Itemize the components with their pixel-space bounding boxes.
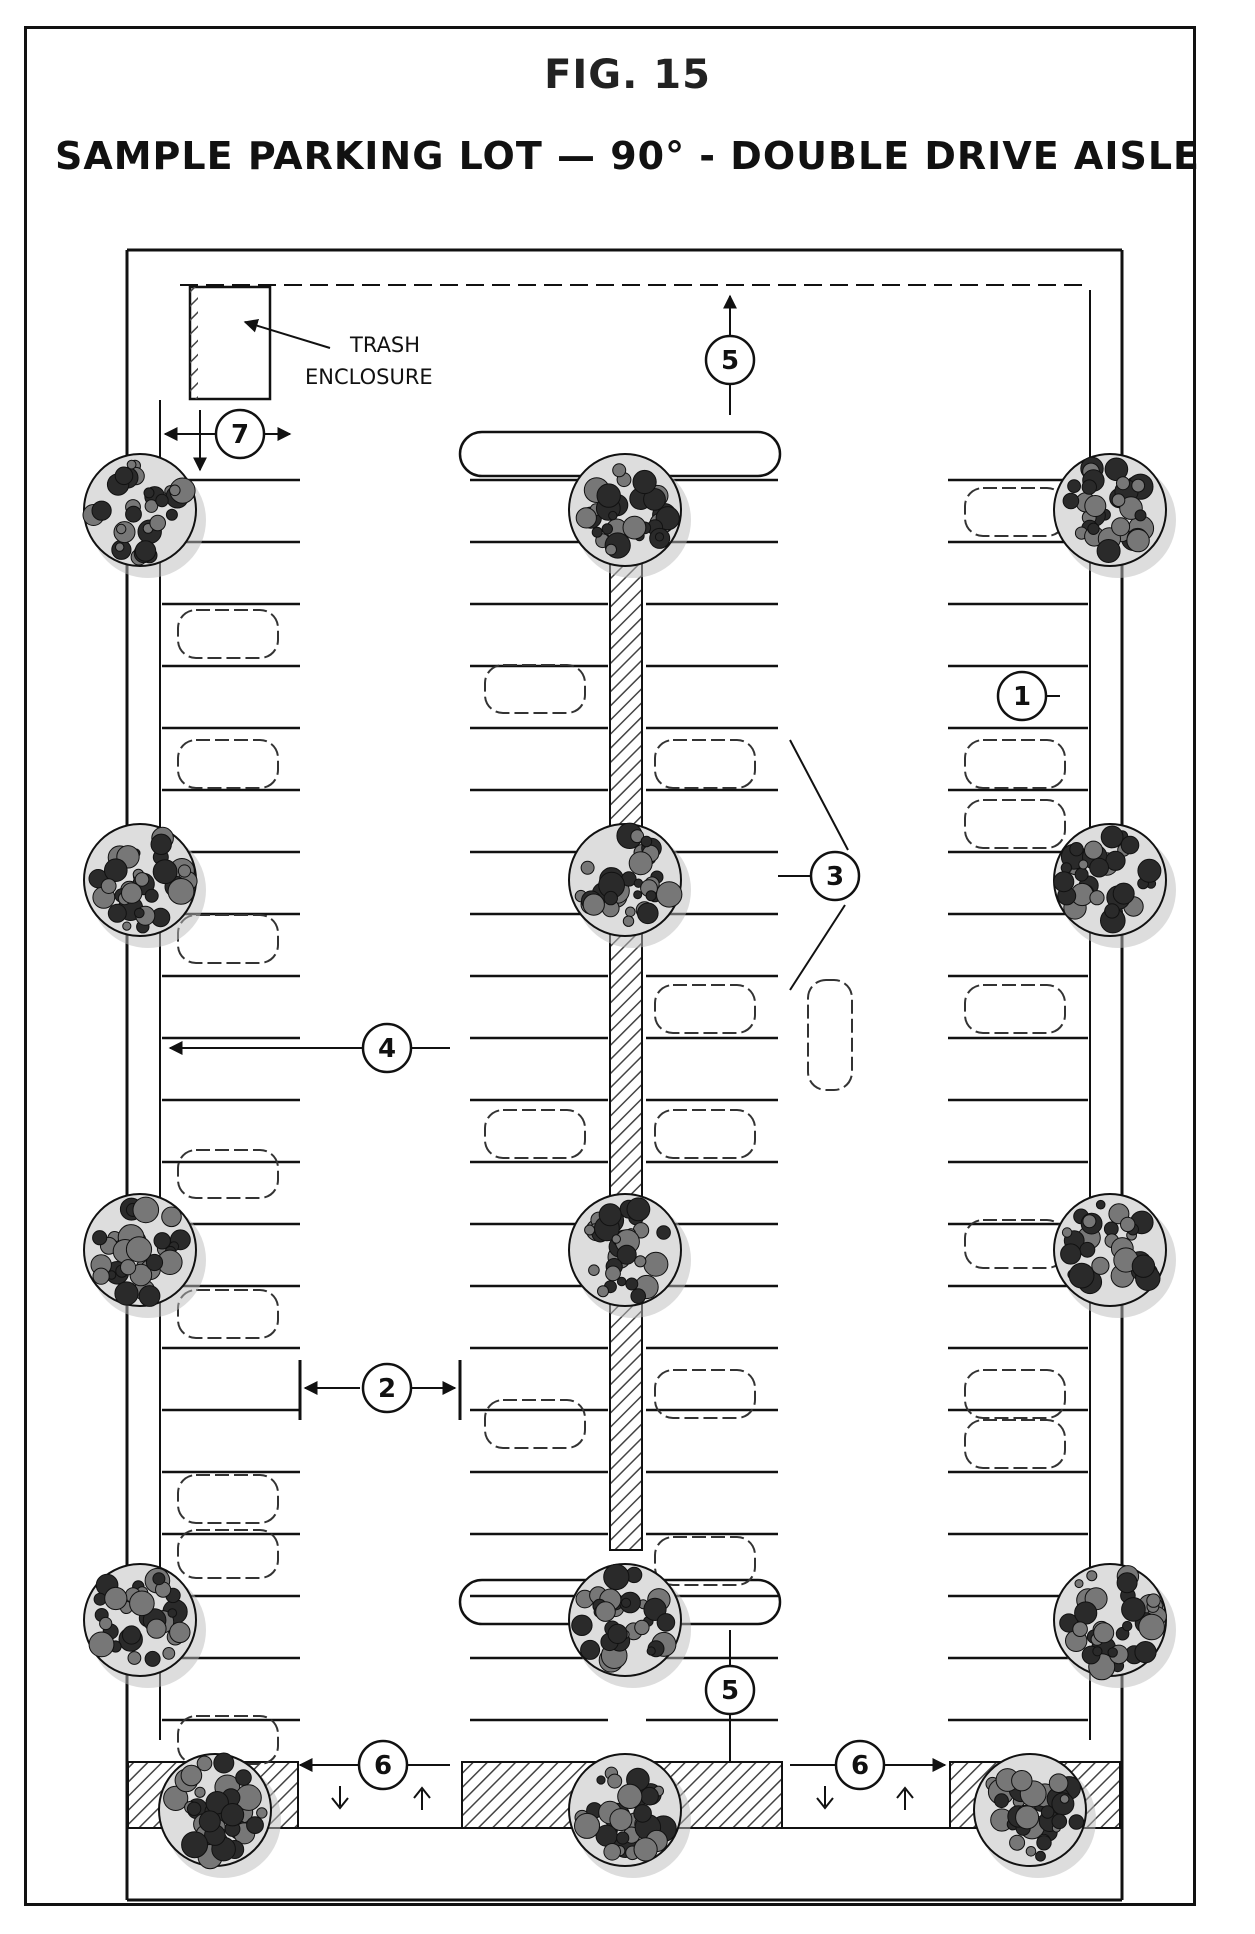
parked-car bbox=[964, 1369, 1066, 1419]
parked-car bbox=[964, 1419, 1066, 1469]
parked-car bbox=[964, 984, 1066, 1034]
tree bbox=[82, 453, 206, 578]
parked-car bbox=[807, 979, 853, 1091]
parked-car bbox=[484, 1109, 586, 1159]
parked-car bbox=[654, 984, 756, 1034]
tree bbox=[568, 1193, 691, 1318]
tree bbox=[568, 453, 691, 578]
parked-car bbox=[964, 1219, 1066, 1269]
parked-car bbox=[964, 739, 1066, 789]
tree bbox=[568, 822, 691, 948]
trash-label-line2: ENCLOSURE bbox=[305, 365, 433, 389]
callout-number: 1 bbox=[1013, 682, 1031, 712]
parked-car bbox=[177, 739, 279, 789]
callout-5: 5 bbox=[704, 334, 756, 386]
tree bbox=[568, 1563, 691, 1688]
tree bbox=[158, 1752, 281, 1878]
parked-car bbox=[177, 1474, 279, 1524]
figure-label: FIG. 15 bbox=[544, 52, 711, 98]
callout-3: 3 bbox=[809, 850, 861, 902]
parked-car bbox=[964, 799, 1066, 849]
parked-cars bbox=[177, 487, 1066, 1765]
trees bbox=[82, 453, 1176, 1878]
tree bbox=[83, 823, 206, 948]
tree bbox=[1053, 453, 1176, 578]
parked-car bbox=[654, 1369, 756, 1419]
parked-car bbox=[484, 1399, 586, 1449]
parked-car bbox=[654, 1109, 756, 1159]
parked-car bbox=[964, 487, 1066, 537]
callout-9: 7 bbox=[214, 408, 266, 460]
callout-markers: 1 2 3 4 5 5 6 6 7 bbox=[214, 334, 1048, 1791]
tree bbox=[973, 1753, 1096, 1878]
parked-car bbox=[177, 1149, 279, 1199]
callout-number: 6 bbox=[851, 1751, 869, 1781]
callout-number: 3 bbox=[826, 862, 844, 892]
callout-6: 5 bbox=[704, 1664, 756, 1716]
callout-number: 2 bbox=[378, 1374, 396, 1404]
parked-car bbox=[177, 609, 279, 659]
tree bbox=[1053, 823, 1176, 948]
center-planter-island bbox=[609, 559, 643, 1551]
callout-number: 4 bbox=[378, 1034, 396, 1064]
parked-car bbox=[654, 1536, 756, 1586]
parking-stall-lines bbox=[162, 478, 1088, 1722]
tree bbox=[1053, 1193, 1176, 1318]
figure-border bbox=[24, 26, 1196, 1906]
callout-number: 7 bbox=[231, 420, 249, 450]
trash-enclosure bbox=[188, 285, 272, 401]
parked-car bbox=[177, 1529, 279, 1579]
callout-2: 2 bbox=[361, 1362, 413, 1414]
tree bbox=[83, 1563, 206, 1688]
parked-car bbox=[484, 664, 586, 714]
tree bbox=[568, 1753, 691, 1878]
callout-4: 4 bbox=[361, 1022, 413, 1074]
callout-number: 5 bbox=[721, 346, 739, 376]
callout-7: 6 bbox=[357, 1739, 409, 1791]
tree bbox=[1053, 1563, 1176, 1688]
parked-car bbox=[177, 1289, 279, 1339]
callout-1: 1 bbox=[996, 670, 1048, 722]
callout-number: 6 bbox=[374, 1751, 392, 1781]
callout-8: 6 bbox=[834, 1739, 886, 1791]
parked-car bbox=[654, 739, 756, 789]
entry-flow-arrows bbox=[331, 1786, 914, 1810]
trash-label-line1: TRASH bbox=[349, 333, 420, 357]
figure-title: SAMPLE PARKING LOT — 90° - DOUBLE DRIVE … bbox=[54, 134, 1201, 178]
tree bbox=[83, 1193, 206, 1318]
callout-number: 5 bbox=[721, 1676, 739, 1706]
